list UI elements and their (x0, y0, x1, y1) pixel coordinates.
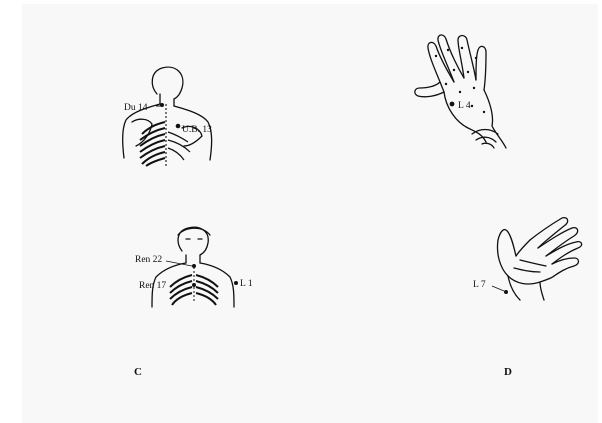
palm-crease (514, 260, 546, 272)
ren22-leader (166, 261, 192, 266)
hand-outline (444, 90, 506, 148)
thumb (498, 230, 516, 256)
finger-4 (476, 46, 486, 90)
ribs-right-chest (196, 275, 218, 305)
palm-hand-illustration: L 7 (470, 210, 600, 305)
label-ub13: U.B. 13 (182, 125, 212, 135)
label-l4: L 4 (458, 101, 471, 111)
ribs-left-chest (170, 275, 192, 305)
label-l1: L 1 (240, 279, 253, 289)
ren22-point (192, 264, 196, 268)
l7-leader (492, 286, 504, 291)
head-outline (152, 67, 183, 99)
upper-back-illustration: Du 14 U.B. 13 (110, 62, 220, 172)
l4-point (450, 102, 455, 107)
ren17-point (192, 283, 196, 287)
l7-point (504, 290, 508, 294)
ribs-left (140, 122, 165, 166)
neck (186, 255, 200, 263)
panel-label-d: D (504, 366, 512, 378)
finger-ring (546, 242, 582, 264)
label-l7: L 7 (473, 280, 486, 290)
panel-label-c: C (134, 366, 142, 378)
label-ren22: Ren 22 (135, 255, 162, 265)
thumb (415, 82, 444, 97)
cuff (472, 130, 498, 149)
dorsal-hand-illustration: L 4 (410, 30, 540, 155)
label-ren17: Ren 17 (139, 281, 166, 291)
l1-point (234, 281, 238, 285)
chest-illustration: Ren 22 Ren 17 L 1 (130, 225, 260, 310)
label-du14: Du 14 (124, 103, 148, 113)
ub13-point (176, 124, 181, 129)
